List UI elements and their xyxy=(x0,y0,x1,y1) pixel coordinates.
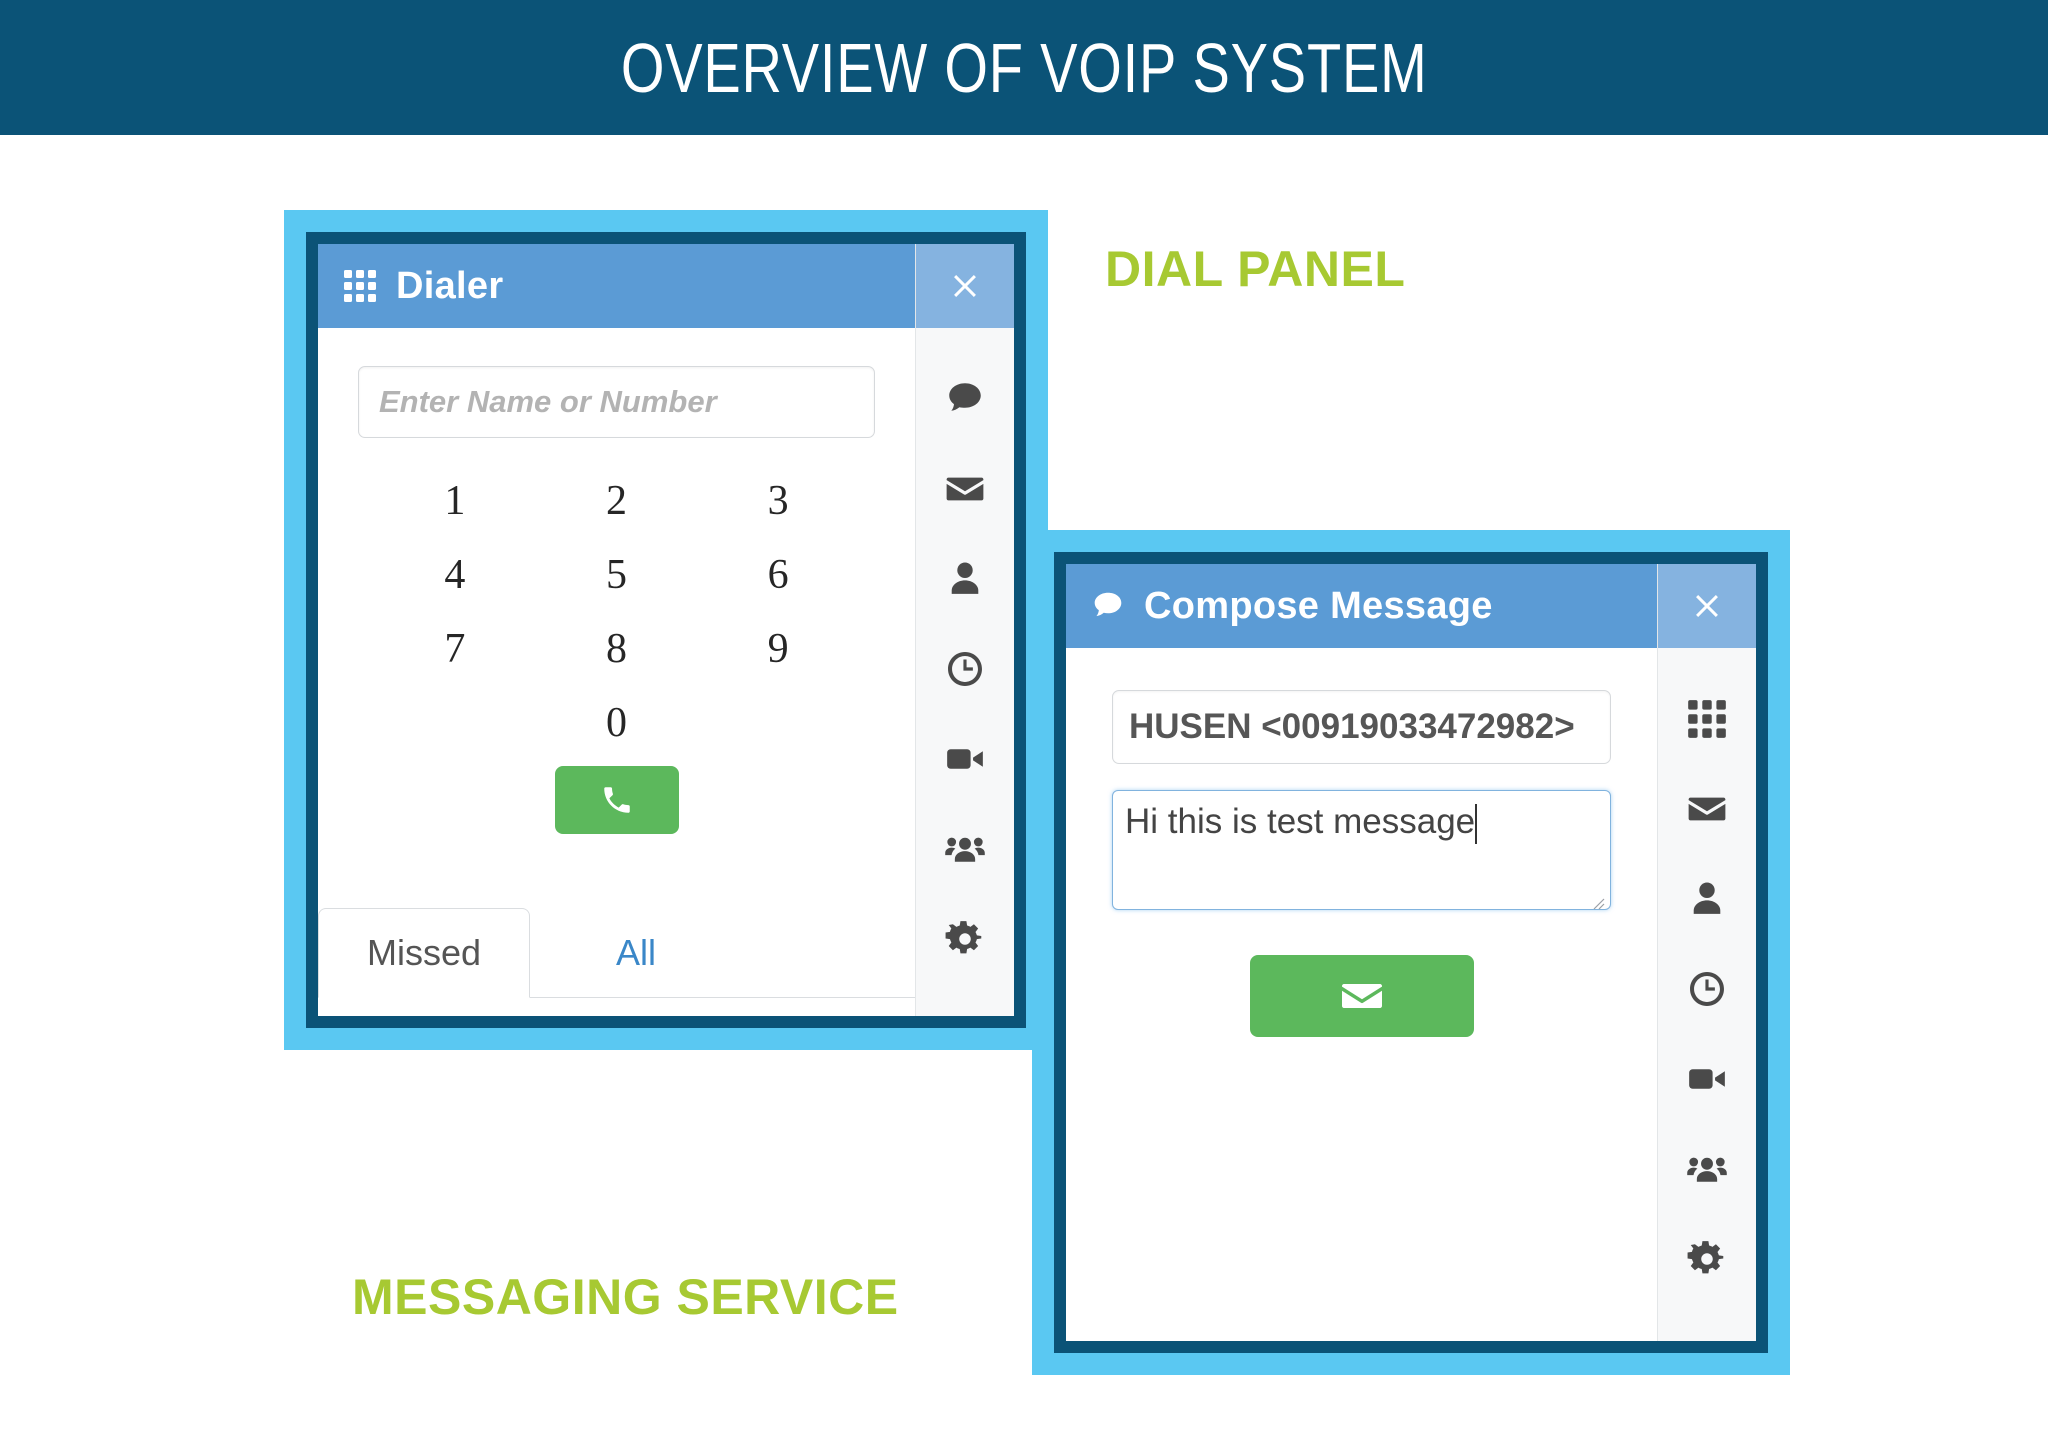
dialer-tabs: Missed All xyxy=(318,908,915,1016)
grid-dialpad-icon xyxy=(340,266,380,306)
user-icon[interactable] xyxy=(1658,854,1756,944)
gear-icon[interactable] xyxy=(916,894,1014,984)
tab-missed[interactable]: Missed xyxy=(318,908,530,998)
tab-all[interactable]: All xyxy=(615,932,656,973)
compose-main-column: Compose Message HUSEN <00919033472982> xyxy=(1066,564,1657,1341)
keypad-key-7[interactable]: 7 xyxy=(444,626,466,672)
call-button[interactable] xyxy=(554,766,679,834)
compose-close-button[interactable] xyxy=(1658,564,1756,648)
dialer-right-strip xyxy=(915,244,1014,1016)
compose-send-row xyxy=(1112,955,1611,1037)
compose-right-strip xyxy=(1657,564,1756,1341)
envelope-icon xyxy=(1338,972,1386,1020)
keypad-key-3[interactable]: 3 xyxy=(767,478,789,524)
envelope-icon[interactable] xyxy=(916,444,1014,534)
dialer-keypad: 1 2 3 4 5 6 7 8 9 0 xyxy=(374,472,859,752)
compose-title: Compose Message xyxy=(1144,584,1493,627)
keypad-key-4[interactable]: 4 xyxy=(444,552,466,598)
compose-recipient-field[interactable]: HUSEN <00919033472982> xyxy=(1112,690,1611,764)
chat-bubble-icon[interactable] xyxy=(916,354,1014,444)
group-users-icon[interactable] xyxy=(916,804,1014,894)
compose-message-window: Compose Message HUSEN <00919033472982> xyxy=(1032,530,1790,1375)
dialer-window: Dialer 1 2 3 4 5 6 7 8 xyxy=(284,210,1048,1050)
keypad-key-0[interactable]: 0 xyxy=(605,700,627,746)
compose-content: HUSEN <00919033472982> xyxy=(1066,648,1657,1341)
page-header-banner: OVERVIEW OF VOIP SYSTEM xyxy=(0,0,2048,135)
compose-sidebar xyxy=(1658,648,1756,1341)
dialer-window-body: Dialer 1 2 3 4 5 6 7 8 xyxy=(318,244,1014,1016)
dialer-main-column: Dialer 1 2 3 4 5 6 7 8 xyxy=(318,244,915,1016)
keypad-key-1[interactable]: 1 xyxy=(444,478,466,524)
video-camera-icon[interactable] xyxy=(1658,1034,1756,1124)
envelope-icon[interactable] xyxy=(1658,764,1756,854)
compose-form: HUSEN <00919033472982> xyxy=(1066,648,1657,1037)
keypad-key-5[interactable]: 5 xyxy=(605,552,627,598)
page-title: OVERVIEW OF VOIP SYSTEM xyxy=(620,28,1428,107)
dialer-close-button[interactable] xyxy=(916,244,1014,328)
dialer-search-input[interactable] xyxy=(358,366,875,438)
group-users-icon[interactable] xyxy=(1658,1124,1756,1214)
compose-window-body: Compose Message HUSEN <00919033472982> xyxy=(1066,564,1756,1341)
dialer-search-row xyxy=(318,328,915,438)
clock-icon[interactable] xyxy=(916,624,1014,714)
user-icon[interactable] xyxy=(916,534,1014,624)
clock-icon[interactable] xyxy=(1658,944,1756,1034)
dialer-window-border: Dialer 1 2 3 4 5 6 7 8 xyxy=(306,232,1026,1028)
gear-icon[interactable] xyxy=(1658,1214,1756,1304)
dialer-call-row xyxy=(318,766,915,834)
keypad-key-9[interactable]: 9 xyxy=(767,626,789,672)
compose-message-textarea[interactable] xyxy=(1112,790,1611,910)
dialer-sidebar xyxy=(916,328,1014,1016)
text-cursor xyxy=(1475,804,1478,844)
dialer-content: 1 2 3 4 5 6 7 8 9 0 xyxy=(318,328,915,1016)
phone-icon xyxy=(600,783,634,817)
compose-window-border: Compose Message HUSEN <00919033472982> xyxy=(1054,552,1768,1353)
tabs-underline xyxy=(318,997,915,998)
chat-bubble-icon xyxy=(1088,586,1128,626)
dialer-titlebar: Dialer xyxy=(318,244,915,328)
video-camera-icon[interactable] xyxy=(916,714,1014,804)
dialer-title: Dialer xyxy=(396,264,504,307)
callout-label-messaging-service: MESSAGING SERVICE xyxy=(352,1269,899,1325)
callout-label-dial-panel: DIAL PANEL xyxy=(1105,241,1406,297)
compose-titlebar: Compose Message xyxy=(1066,564,1657,648)
keypad-key-6[interactable]: 6 xyxy=(767,552,789,598)
grid-dialpad-icon[interactable] xyxy=(1658,674,1756,764)
send-message-button[interactable] xyxy=(1249,955,1474,1037)
keypad-key-8[interactable]: 8 xyxy=(605,626,627,672)
keypad-key-2[interactable]: 2 xyxy=(605,478,627,524)
compose-message-wrap xyxy=(1112,790,1611,915)
